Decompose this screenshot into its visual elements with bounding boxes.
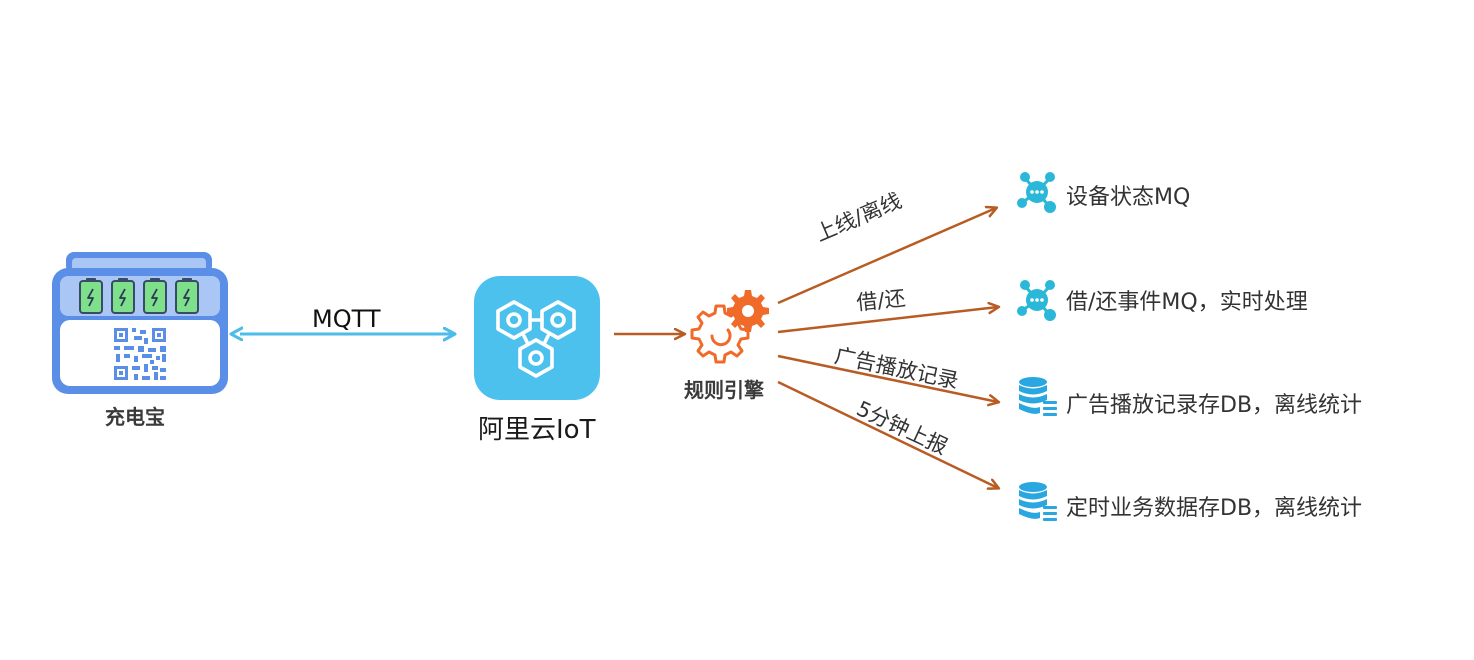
- target-label-borrow-return-mq: 借/还事件MQ，实时处理: [1066, 290, 1308, 315]
- target-label-ad-record-db: 广告播放记录存DB，离线统计: [1066, 393, 1363, 418]
- route-arrow-ad-record: [777, 354, 998, 402]
- mq-icon: [1017, 172, 1056, 213]
- power-bank-label: 充电宝: [105, 405, 165, 429]
- aliyun-iot-label: 阿里云IoT: [478, 415, 596, 445]
- mq-icon: [1017, 280, 1056, 321]
- database-icon: [1019, 377, 1057, 416]
- mqtt-label: MQTT: [312, 305, 381, 333]
- database-icon: [1019, 482, 1057, 521]
- target-label-device-status-mq: 设备状态MQ: [1066, 185, 1191, 210]
- rule-engine-label: 规则引擎: [684, 378, 764, 402]
- route-arrow-device-status: [777, 208, 996, 305]
- rule-engine-gear-icon: [690, 290, 769, 364]
- power-bank-icon: [52, 252, 228, 394]
- edge-label-borrow-return: 借/还: [855, 286, 907, 316]
- target-label-periodic-db: 定时业务数据存DB，离线统计: [1066, 496, 1363, 521]
- route-arrow-borrow-return: [777, 307, 998, 334]
- aliyun-iot-icon: [474, 276, 600, 400]
- route-arrow-periodic-report: [777, 380, 998, 488]
